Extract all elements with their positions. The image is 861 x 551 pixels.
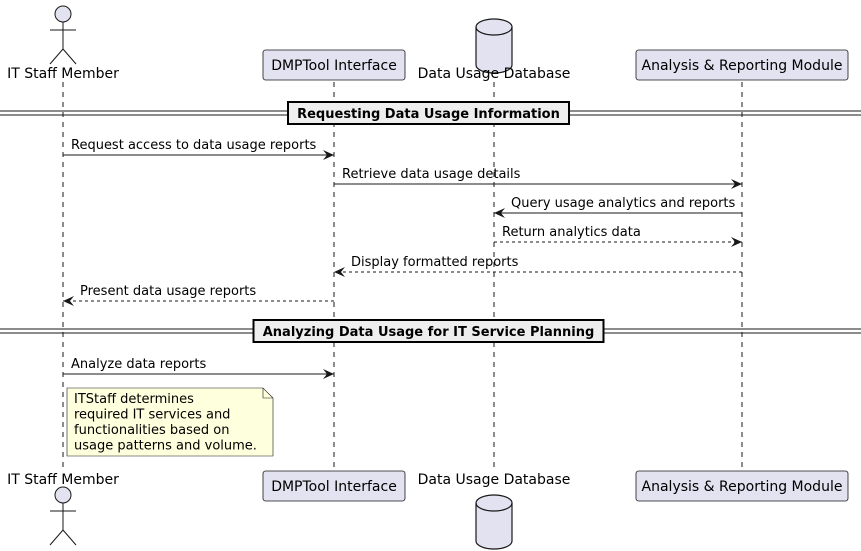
message: Return analytics data [494,225,742,247]
message-label: Analyze data reports [71,357,206,372]
participant-label-top: IT Staff Member [7,66,119,82]
participant-label-bottom: Analysis & Reporting Module [642,479,843,495]
message: Request access to data usage reports [63,138,334,160]
note-box [66,387,274,457]
note-line: usage patterns and volume. [74,439,257,454]
participant-arm-bottom: Analysis & Reporting Module [635,470,849,502]
database-bottom: Data Usage Database [418,472,571,550]
database-icon [475,18,513,74]
message-label: Return analytics data [502,225,641,240]
actor-top: IT Staff Member [7,5,119,82]
message: Retrieve data usage details [334,167,742,189]
actor-icon [54,5,72,23]
actor-leg-left [49,529,64,546]
divider-box [252,319,605,343]
participant-label-top: Analysis & Reporting Module [642,58,843,74]
section-divider: Requesting Data Usage Information [0,101,861,125]
section-label: Requesting Data Usage Information [297,107,560,122]
message-label: Request access to data usage reports [71,138,317,153]
actor-leg-right [62,48,77,65]
participant-dmp-top: DMPTool Interface [262,49,406,81]
database-icon-rim [475,26,513,36]
actor-leg-right [62,529,77,546]
message-label: Query usage analytics and reports [511,196,736,211]
participant-box [635,470,849,502]
message: Present data usage reports [63,284,334,306]
note-line: ITStaff determines [74,392,194,407]
participant-label-bottom: Data Usage Database [418,472,571,488]
message: Query usage analytics and reports [494,196,742,218]
participant-box [635,49,849,81]
database-top: Data Usage Database [418,18,571,82]
database-icon [475,494,513,550]
message: Display formatted reports [334,255,742,277]
message-label: Present data usage reports [80,284,256,299]
message-label: Retrieve data usage details [342,167,521,182]
actor-icon [54,486,72,504]
participant-box [262,470,406,502]
participant-box [262,49,406,81]
participant-label-bottom: DMPTool Interface [271,479,397,495]
actor-bottom: IT Staff Member [7,472,119,546]
participant-label-top: Data Usage Database [418,66,571,82]
database-icon-rim [475,502,513,512]
message: Analyze data reports [63,357,334,379]
section-divider: Analyzing Data Usage for IT Service Plan… [0,319,861,343]
actor-leg-left [49,48,64,65]
note-fold [262,388,273,399]
message-label: Display formatted reports [351,255,519,270]
section-label: Analyzing Data Usage for IT Service Plan… [263,325,595,340]
participant-arm-top: Analysis & Reporting Module [635,49,849,81]
note-line: functionalities based on [74,423,229,438]
divider-box [287,101,570,125]
participant-label-top: DMPTool Interface [271,58,397,74]
participant-label-bottom: IT Staff Member [7,472,119,488]
participant-dmp-bottom: DMPTool Interface [262,470,406,502]
note-line: required IT services and [74,408,230,423]
